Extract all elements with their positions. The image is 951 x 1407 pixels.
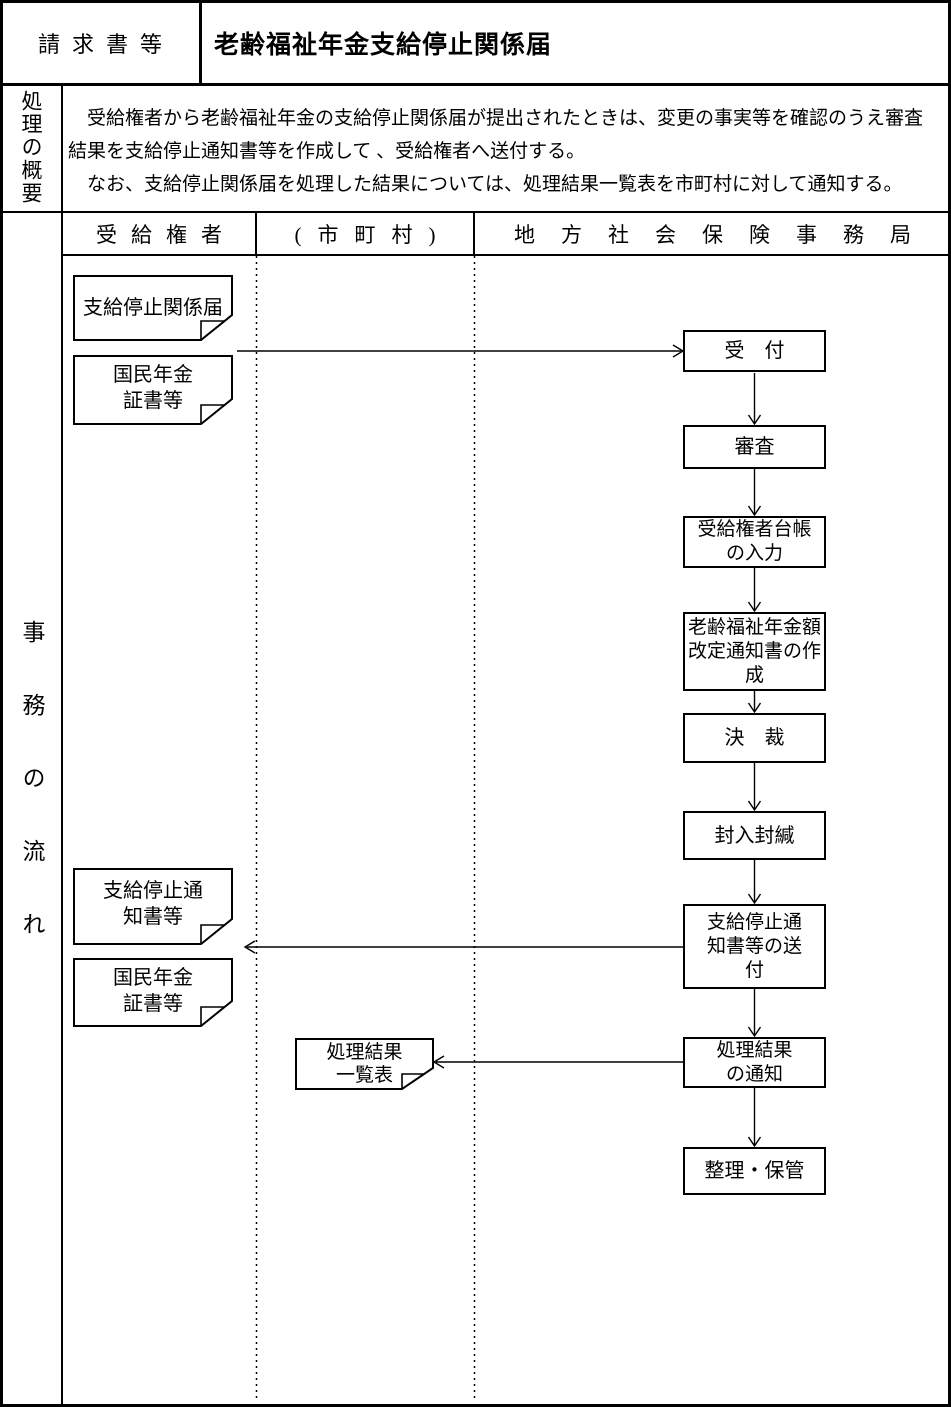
doc-pension-certificate-bottom-label: 国民年金 証書等	[113, 966, 193, 1015]
flow-step-sealing: 封入封緘	[683, 811, 826, 860]
flow-step-reception: 受 付	[683, 330, 826, 372]
page-title: 老齢福祉年金支給停止関係届	[214, 30, 553, 59]
doc-pension-certificate-top: 国民年金 証書等	[73, 355, 233, 425]
doc-type-label: 請求書等	[37, 31, 174, 57]
flow-step-storage-label: 整理・保管	[704, 1160, 805, 1182]
doc-pension-certificate-top-label: 国民年金 証書等	[113, 364, 193, 412]
overview-paragraph: 受給権者から老齢福祉年金の支給停止関係届が提出されたときは、変更の事実等を確認の…	[64, 87, 950, 212]
doc-suspension-report: 支給停止関係届	[73, 275, 233, 341]
flow-step-examination: 審査	[683, 425, 826, 469]
overview-line-3: なお、支給停止関係届を処理した結果については、処理結果一覧表を市町村に対して通知…	[68, 174, 903, 195]
flow-step-storage: 整理・保管	[683, 1147, 826, 1195]
flow-vertical-label: 事務の流れ	[0, 620, 62, 985]
title-cell-divider	[199, 0, 202, 86]
column-header-beneficiary: 受給権者	[96, 222, 236, 247]
column-header-bottom-rule	[62, 254, 951, 256]
flow-step-approval: 決 裁	[683, 713, 826, 763]
flow-step-ledger-entry-label: 受給権者台帳 の入力	[697, 519, 812, 564]
column-separator-2-solid	[473, 212, 475, 255]
doc-result-list: 処理結果 一覧表	[295, 1038, 434, 1090]
doc-result-list-label: 処理結果 一覧表	[326, 1042, 403, 1086]
flow-arrows	[237, 344, 762, 1148]
overview-vertical-label: 処理の概要	[0, 90, 62, 212]
doc-suspension-report-label: 支給停止関係届	[83, 297, 223, 319]
flow-step-approval-label: 決 裁	[724, 727, 785, 749]
overview-line-2: 結果を支給停止通知書等を作成して 、受給権者へ送付する。	[68, 141, 586, 162]
overview-row-bottom-rule	[0, 211, 951, 213]
overview-line-1: 受給権者から老齢福祉年金の支給停止関係届が提出されたときは、変更の事実等を確認の…	[68, 108, 924, 129]
flow-step-notice-sending: 支給停止通 知書等の送 付	[683, 904, 826, 989]
flow-vertical-label-text: 事務の流れ	[19, 620, 44, 985]
flow-step-sealing-label: 封入封緘	[714, 824, 795, 847]
flow-step-examination-label: 審査	[734, 436, 775, 458]
overview-vertical-label-text: 処理の概要	[19, 90, 43, 205]
column-separator-dotted	[255, 256, 476, 1402]
doc-suspension-notice: 支給停止通 知書等	[73, 868, 233, 945]
flow-step-revision-notice-creation-label: 老齢福祉年金額 改定通知書の作 成	[687, 616, 821, 686]
column-header-regional-insurance-bureau: 地方社会保険事務局	[514, 222, 937, 247]
flow-step-revision-notice-creation: 老齢福祉年金額 改定通知書の作 成	[683, 612, 826, 691]
flow-step-notice-sending-label: 支給停止通 知書等の送 付	[706, 911, 802, 981]
flow-step-result-notification-label: 処理結果 の通知	[716, 1039, 793, 1085]
title-row-bottom-rule	[0, 83, 951, 86]
column-header-municipality: (市町村)	[294, 222, 452, 247]
flow-step-result-notification: 処理結果 の通知	[683, 1037, 826, 1088]
flow-step-ledger-entry: 受給権者台帳 の入力	[683, 516, 826, 568]
left-label-column-rule	[61, 85, 63, 1405]
doc-suspension-notice-label: 支給停止通 知書等	[103, 879, 203, 928]
flow-step-reception-label: 受 付	[724, 340, 785, 362]
column-separator-1-solid	[255, 212, 257, 255]
doc-pension-certificate-bottom: 国民年金 証書等	[73, 958, 233, 1027]
